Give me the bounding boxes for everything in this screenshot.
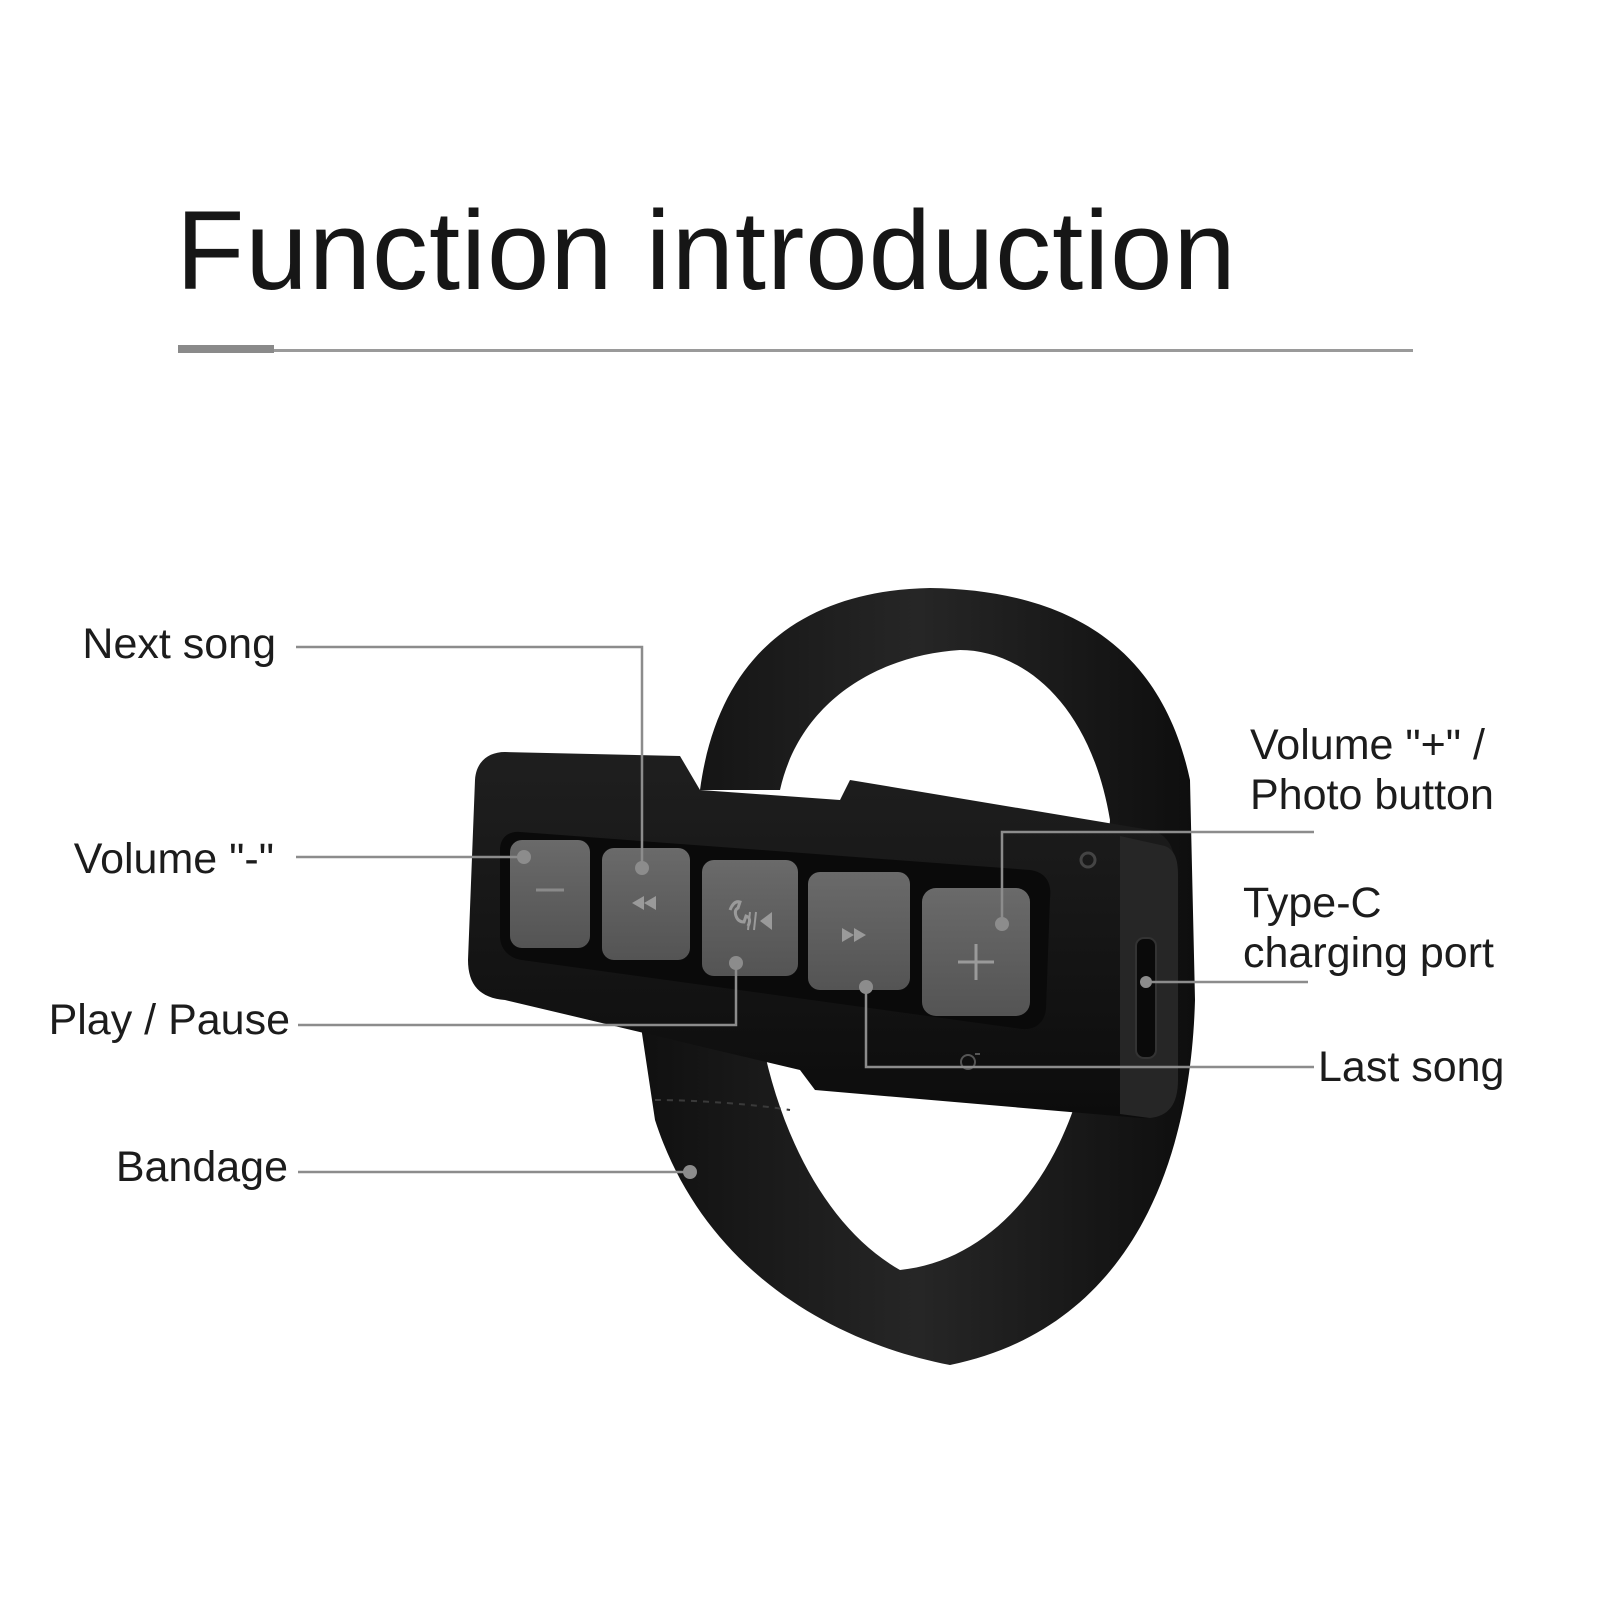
page-title: Function introduction bbox=[176, 188, 1237, 313]
leader-lines bbox=[296, 645, 1314, 1174]
leader-dots bbox=[517, 850, 1152, 1179]
volume-up-button[interactable] bbox=[922, 888, 1030, 1016]
volume-down-button[interactable] bbox=[510, 840, 590, 948]
rewind-icon bbox=[632, 896, 656, 910]
label-typec-line1: Type-C bbox=[1243, 879, 1382, 927]
strap-stitching bbox=[654, 1099, 791, 1111]
leader-last-song bbox=[864, 987, 1314, 1069]
play-pause-button[interactable] bbox=[702, 860, 798, 976]
fast-forward-icon bbox=[842, 928, 866, 942]
label-volume-down: Volume "-" bbox=[73, 835, 274, 883]
rewind-button[interactable] bbox=[602, 848, 690, 960]
dot-bandage bbox=[683, 1165, 697, 1179]
camera-icon bbox=[960, 1053, 980, 1070]
fast-forward-button[interactable] bbox=[808, 872, 910, 990]
title-underline bbox=[178, 349, 1413, 352]
dot-typec bbox=[1140, 976, 1152, 988]
label-last-song: Last song bbox=[1318, 1043, 1505, 1091]
dot-play-pause bbox=[729, 956, 743, 970]
bandage-strap bbox=[640, 588, 1195, 1365]
label-volume-up-line1: Volume "+" / bbox=[1250, 721, 1485, 769]
leader-next-song bbox=[296, 645, 644, 868]
label-bandage: Bandage bbox=[115, 1143, 288, 1191]
dot-volume-down bbox=[517, 850, 531, 864]
label-volume-up-line2: Photo button bbox=[1250, 771, 1494, 819]
typec-port bbox=[1135, 937, 1157, 1059]
indicator-led bbox=[1079, 851, 1097, 869]
title-underline-accent bbox=[178, 345, 274, 353]
label-typec-line2: charging port bbox=[1243, 929, 1494, 977]
call-play-pause-icon bbox=[728, 900, 772, 931]
label-volume-up: Volume "+" / Photo button bbox=[1250, 720, 1494, 820]
dot-next-song bbox=[635, 861, 649, 875]
leader-volume-up bbox=[1000, 830, 1314, 924]
dot-last-song bbox=[859, 980, 873, 994]
label-next-song: Next song bbox=[82, 620, 276, 668]
dot-volume-up bbox=[995, 917, 1009, 931]
plus-icon bbox=[958, 944, 994, 980]
label-typec-port: Type-C charging port bbox=[1243, 878, 1494, 978]
leader-play-pause bbox=[298, 963, 738, 1027]
label-play-pause: Play / Pause bbox=[48, 996, 290, 1044]
